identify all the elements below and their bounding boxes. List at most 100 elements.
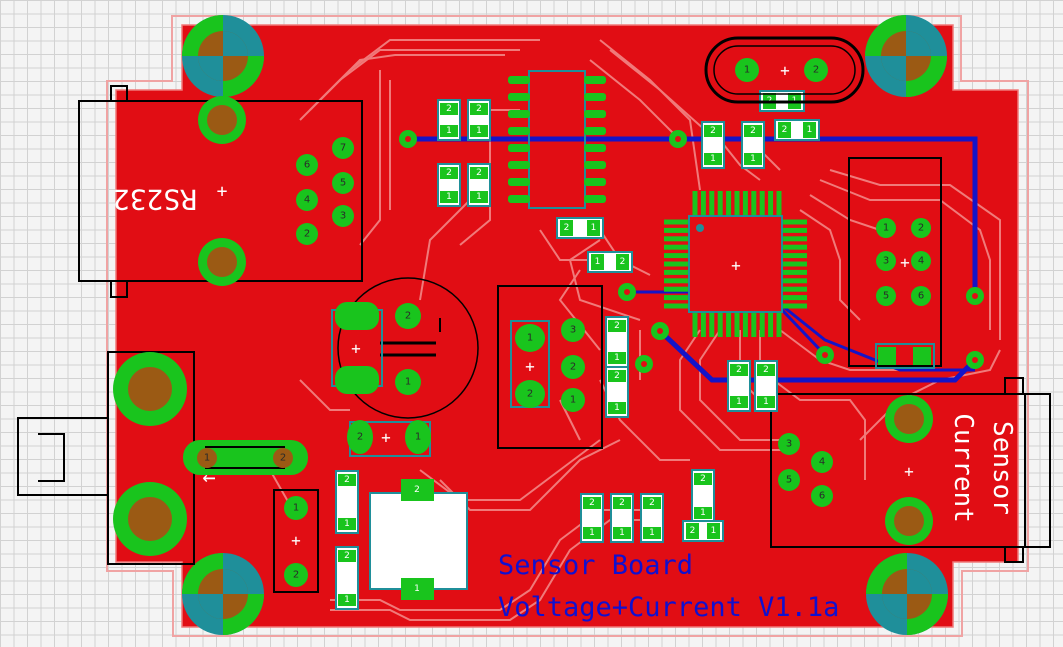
mounting-hole-1: [182, 15, 264, 97]
svg-text:1: 1: [415, 432, 421, 443]
svg-text:2: 2: [690, 526, 696, 536]
svg-text:2: 2: [782, 125, 788, 135]
resistor-r7: 21: [640, 493, 664, 543]
svg-text:+: +: [900, 253, 910, 272]
current-sensor-ic: 1 2 3 4 5 6 +: [848, 157, 942, 369]
resistor-r3: 21: [605, 316, 629, 368]
resistor-r5: 21: [580, 493, 604, 543]
svg-text:2: 2: [763, 365, 769, 375]
rs232-pin: 3: [332, 205, 354, 227]
svg-text:1: 1: [446, 192, 452, 202]
svg-text:7: 7: [340, 143, 346, 154]
rs232-pin: 2: [296, 223, 318, 245]
svg-text:2: 2: [918, 223, 924, 234]
svg-text:2: 2: [736, 365, 742, 375]
svg-text:2: 2: [700, 474, 706, 484]
svg-text:5: 5: [786, 475, 792, 486]
crystal-oscillator: 1 2 +: [704, 36, 865, 104]
electrolytic-capacitor: 2 1: [337, 277, 479, 419]
svg-text:5: 5: [883, 291, 889, 302]
svg-text:2: 2: [619, 498, 625, 508]
capacitor-c16: 21: [727, 360, 751, 412]
svg-text:1: 1: [807, 125, 813, 135]
mounting-hole-2: [865, 15, 947, 97]
svg-text:2: 2: [344, 551, 350, 561]
board-title-line2: Voltage+Current V1.1a: [498, 592, 839, 623]
header-j2: 1 2 +: [273, 489, 319, 593]
svg-text:1: 1: [344, 595, 350, 605]
svg-text:1: 1: [614, 403, 620, 413]
microcontroller: +: [664, 191, 807, 337]
svg-text:+: +: [780, 61, 790, 80]
svg-text:1: 1: [711, 526, 717, 536]
vias: [399, 130, 984, 373]
voltage-regulator: 2 1 +: [369, 479, 468, 600]
capacitor-c6: 21: [467, 99, 491, 141]
svg-text:1: 1: [649, 528, 655, 538]
rs232-center-mark: +: [217, 181, 228, 202]
svg-text:+: +: [412, 531, 422, 550]
sensor-pin: 3: [778, 433, 800, 455]
svg-text:1: 1: [883, 223, 889, 234]
svg-text:4: 4: [819, 457, 825, 468]
svg-text:1: 1: [614, 353, 620, 363]
svg-text:1: 1: [736, 397, 742, 407]
sensor-pin: 4: [811, 451, 833, 473]
rs232-connector: + RS232: [78, 85, 363, 298]
svg-text:2: 2: [750, 126, 756, 136]
svg-text:2: 2: [405, 311, 411, 322]
svg-text:2: 2: [614, 321, 620, 331]
svg-text:1: 1: [710, 154, 716, 164]
svg-text:2: 2: [357, 432, 363, 443]
capacitor-c4: 2 1 +: [347, 420, 431, 457]
svg-text:1: 1: [414, 584, 420, 594]
svg-text:+: +: [291, 531, 301, 550]
svg-text:3: 3: [570, 325, 576, 336]
sensor-connector: + Sensor Current: [770, 377, 1051, 563]
svg-text:2: 2: [570, 362, 576, 373]
svg-text:2: 2: [280, 453, 286, 464]
svg-text:2: 2: [710, 126, 716, 136]
svg-text:1: 1: [700, 508, 706, 518]
svg-text:+: +: [525, 357, 535, 376]
header-j3: 3 2 1 1 2 +: [497, 285, 603, 449]
dc-jack: ↑: [17, 351, 221, 565]
capacitor-c7: 21: [437, 163, 461, 207]
svg-text:2: 2: [446, 168, 452, 178]
resistor-r2: 21: [335, 546, 359, 610]
rs232-pins: 6 7 5 4 3 2: [296, 137, 354, 245]
resistor-r1: 21: [335, 470, 359, 534]
svg-text:2: 2: [304, 229, 310, 240]
board-title-line1: Sensor Board: [498, 550, 693, 581]
mounting-holes: [182, 15, 948, 635]
svg-text:1: 1: [744, 65, 750, 76]
svg-text:3: 3: [340, 211, 346, 222]
svg-text:1: 1: [570, 395, 576, 406]
svg-text:3: 3: [883, 256, 889, 267]
board-outline: [106, 15, 1029, 637]
svg-text:2: 2: [614, 371, 620, 381]
rs232-pin: 7: [332, 137, 354, 159]
svg-text:6: 6: [304, 160, 310, 171]
svg-text:5: 5: [340, 178, 346, 189]
sensor-label: Sensor: [987, 421, 1017, 515]
svg-text:1: 1: [589, 528, 595, 538]
svg-text:1: 1: [293, 503, 299, 514]
resistor-r4: 21: [605, 366, 629, 418]
svg-text:4: 4: [304, 195, 310, 206]
svg-text:1: 1: [527, 333, 533, 344]
capacitor-c8: 21: [467, 163, 491, 207]
svg-text:+: +: [904, 462, 914, 481]
svg-text:2: 2: [649, 498, 655, 508]
svg-text:2: 2: [813, 65, 819, 76]
tantalum-capacitor: +: [331, 302, 383, 394]
svg-text:1: 1: [476, 192, 482, 202]
svg-text:+: +: [351, 339, 361, 358]
svg-text:3: 3: [786, 439, 792, 450]
